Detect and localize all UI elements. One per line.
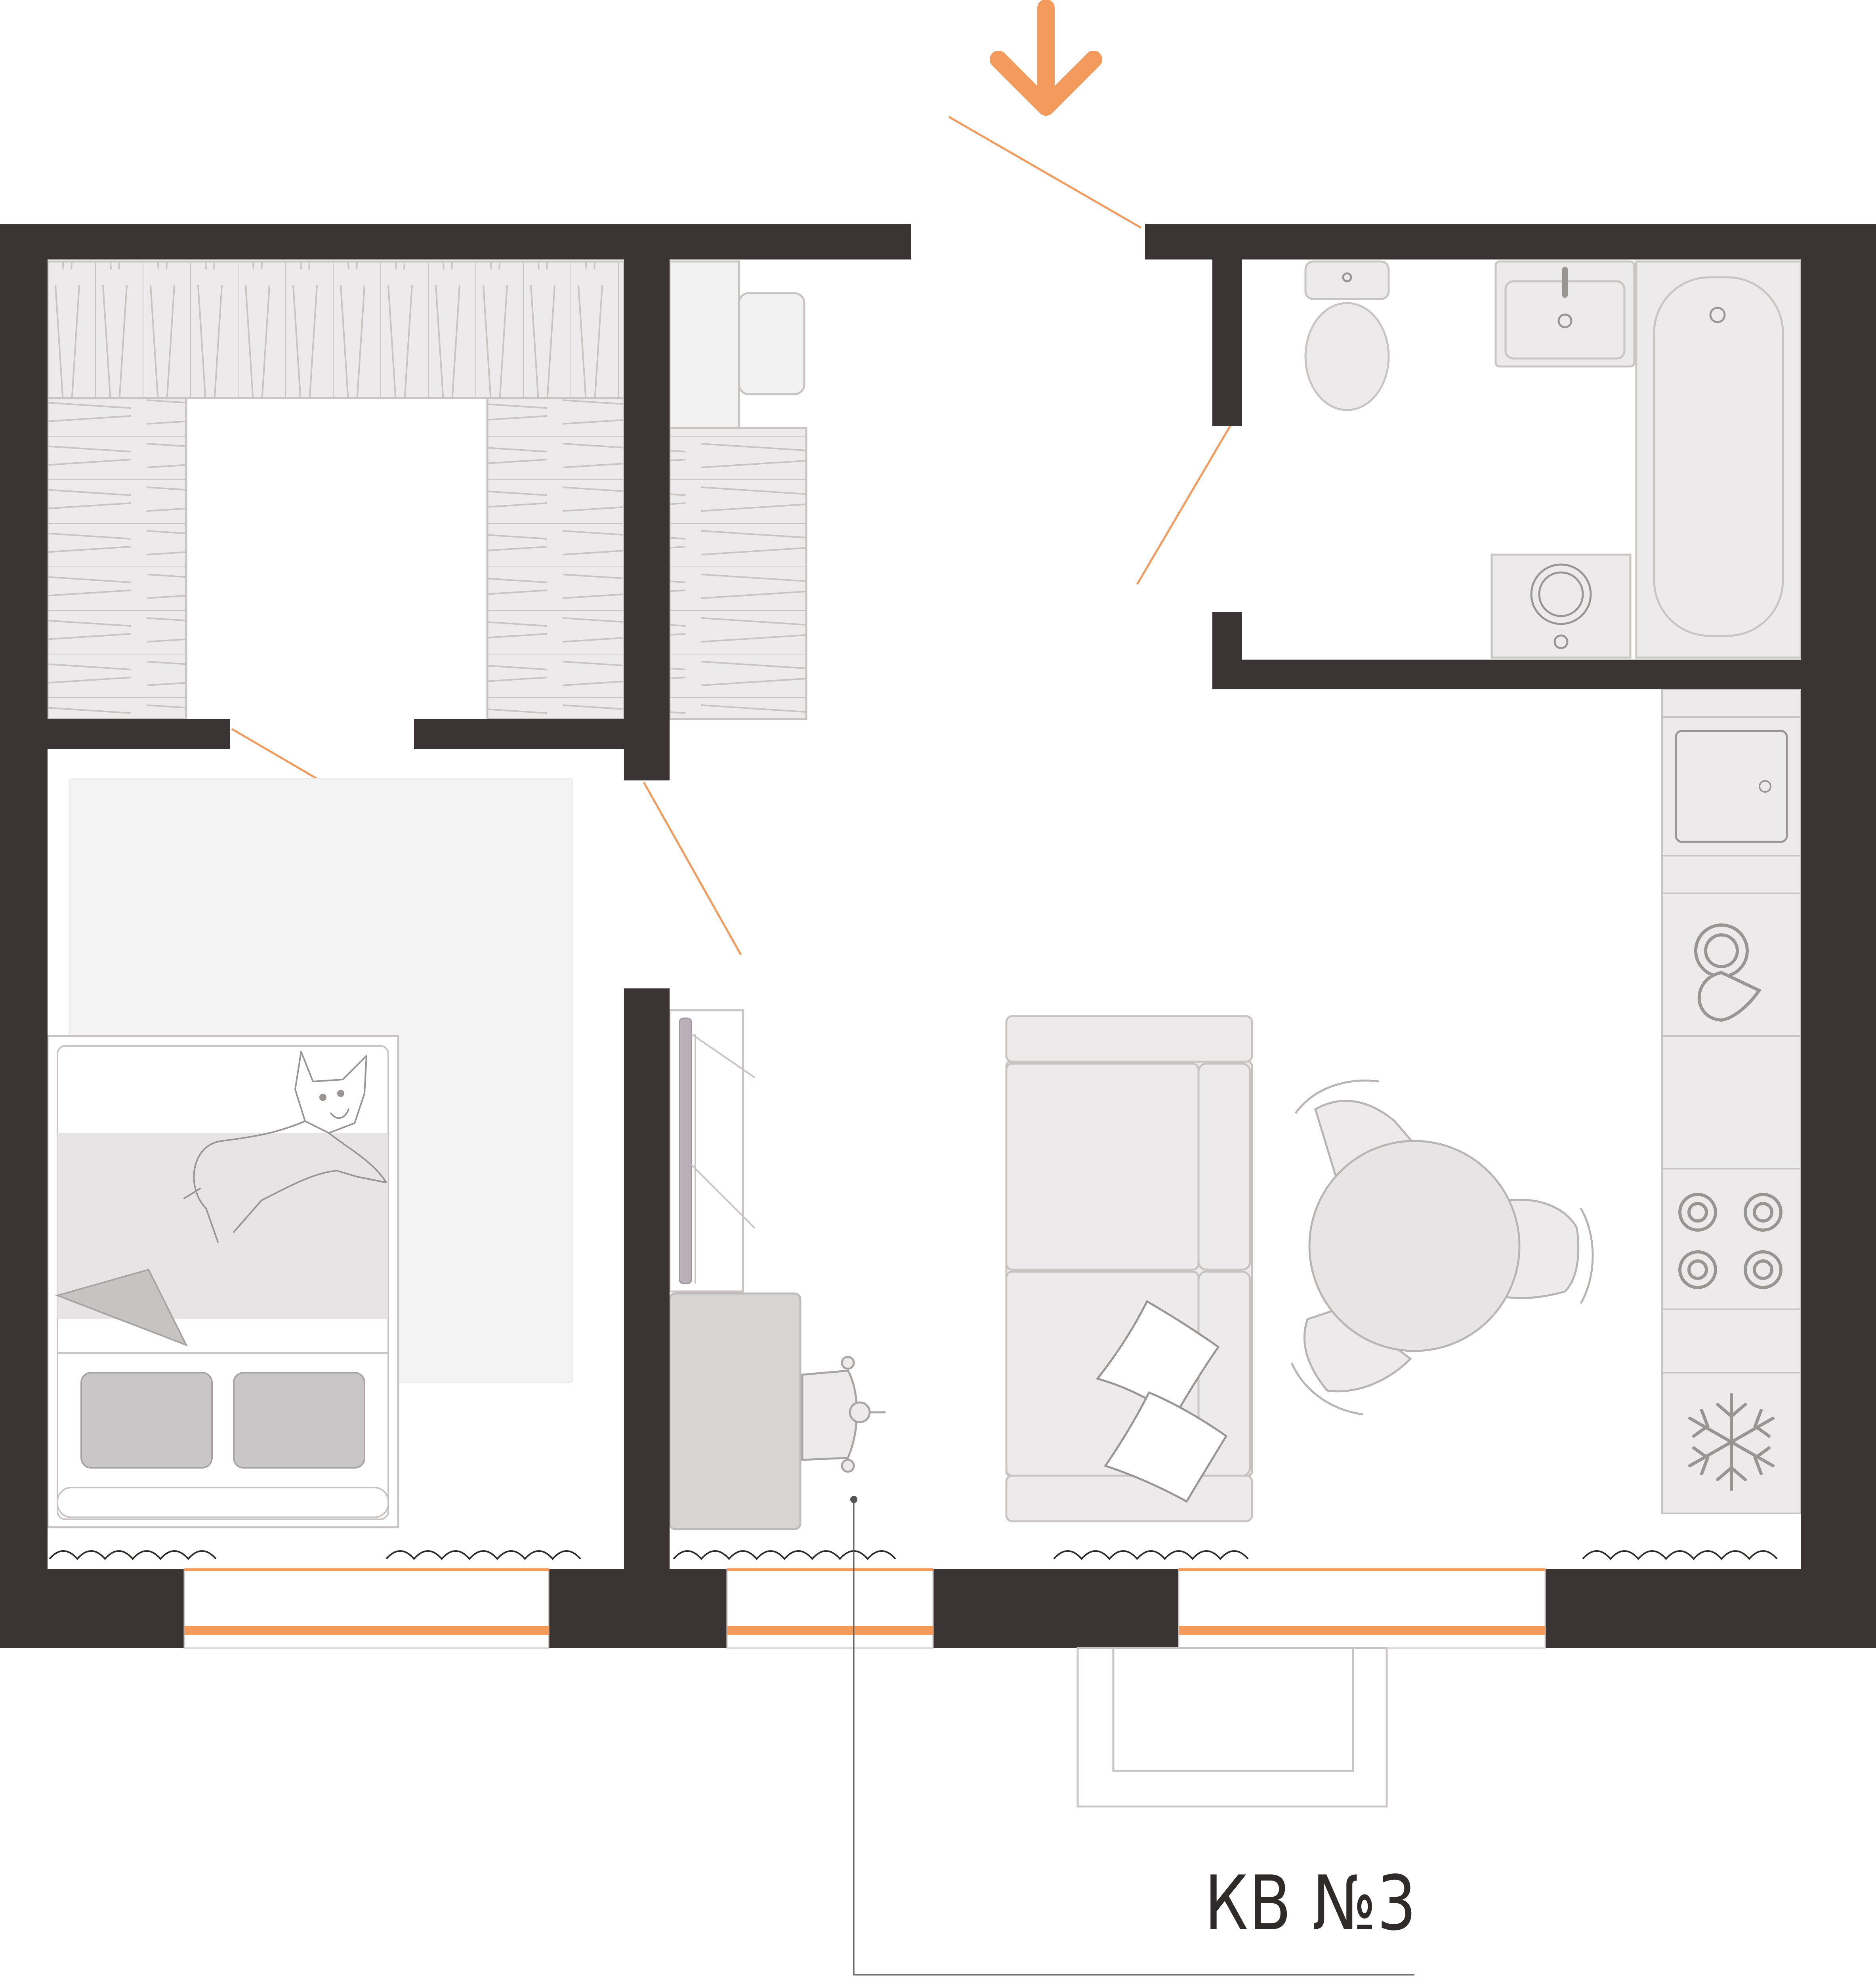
sink-icon bbox=[1494, 260, 1636, 368]
walls bbox=[0, 224, 1876, 1648]
office-chair bbox=[801, 1356, 886, 1473]
windows bbox=[183, 1568, 1546, 1649]
wardrobe-right bbox=[486, 397, 625, 720]
hall-wardrobe bbox=[668, 260, 807, 720]
kitchen-counter bbox=[1661, 689, 1802, 1514]
wardrobe-left bbox=[46, 397, 187, 720]
wardrobe-top bbox=[46, 260, 625, 399]
kitchen-sink-icon bbox=[1661, 716, 1802, 856]
tv-stand bbox=[668, 1009, 756, 1293]
dining-table bbox=[1308, 1140, 1521, 1352]
bathtub-icon bbox=[1635, 260, 1802, 659]
balcony bbox=[1076, 1647, 1388, 1808]
apartment-label: КВ №3 bbox=[1204, 1860, 1417, 1947]
curtains bbox=[49, 1550, 1778, 1560]
pillows bbox=[1095, 1300, 1228, 1503]
window-bedroom bbox=[183, 1568, 550, 1649]
corgi-icon bbox=[183, 1051, 387, 1243]
toilet-icon bbox=[1304, 260, 1390, 411]
snowflake-icon bbox=[1661, 1372, 1802, 1514]
washing-machine-icon bbox=[1490, 553, 1632, 659]
window-living bbox=[726, 1568, 934, 1649]
label-pointer bbox=[850, 1496, 1414, 1976]
window-balcony bbox=[1178, 1568, 1546, 1649]
desk bbox=[668, 1292, 802, 1530]
entrance-arrow-icon bbox=[990, 0, 1102, 116]
bed bbox=[46, 1035, 399, 1528]
dishwasher-icon bbox=[1661, 893, 1802, 1037]
stove-icon bbox=[1661, 1168, 1802, 1310]
